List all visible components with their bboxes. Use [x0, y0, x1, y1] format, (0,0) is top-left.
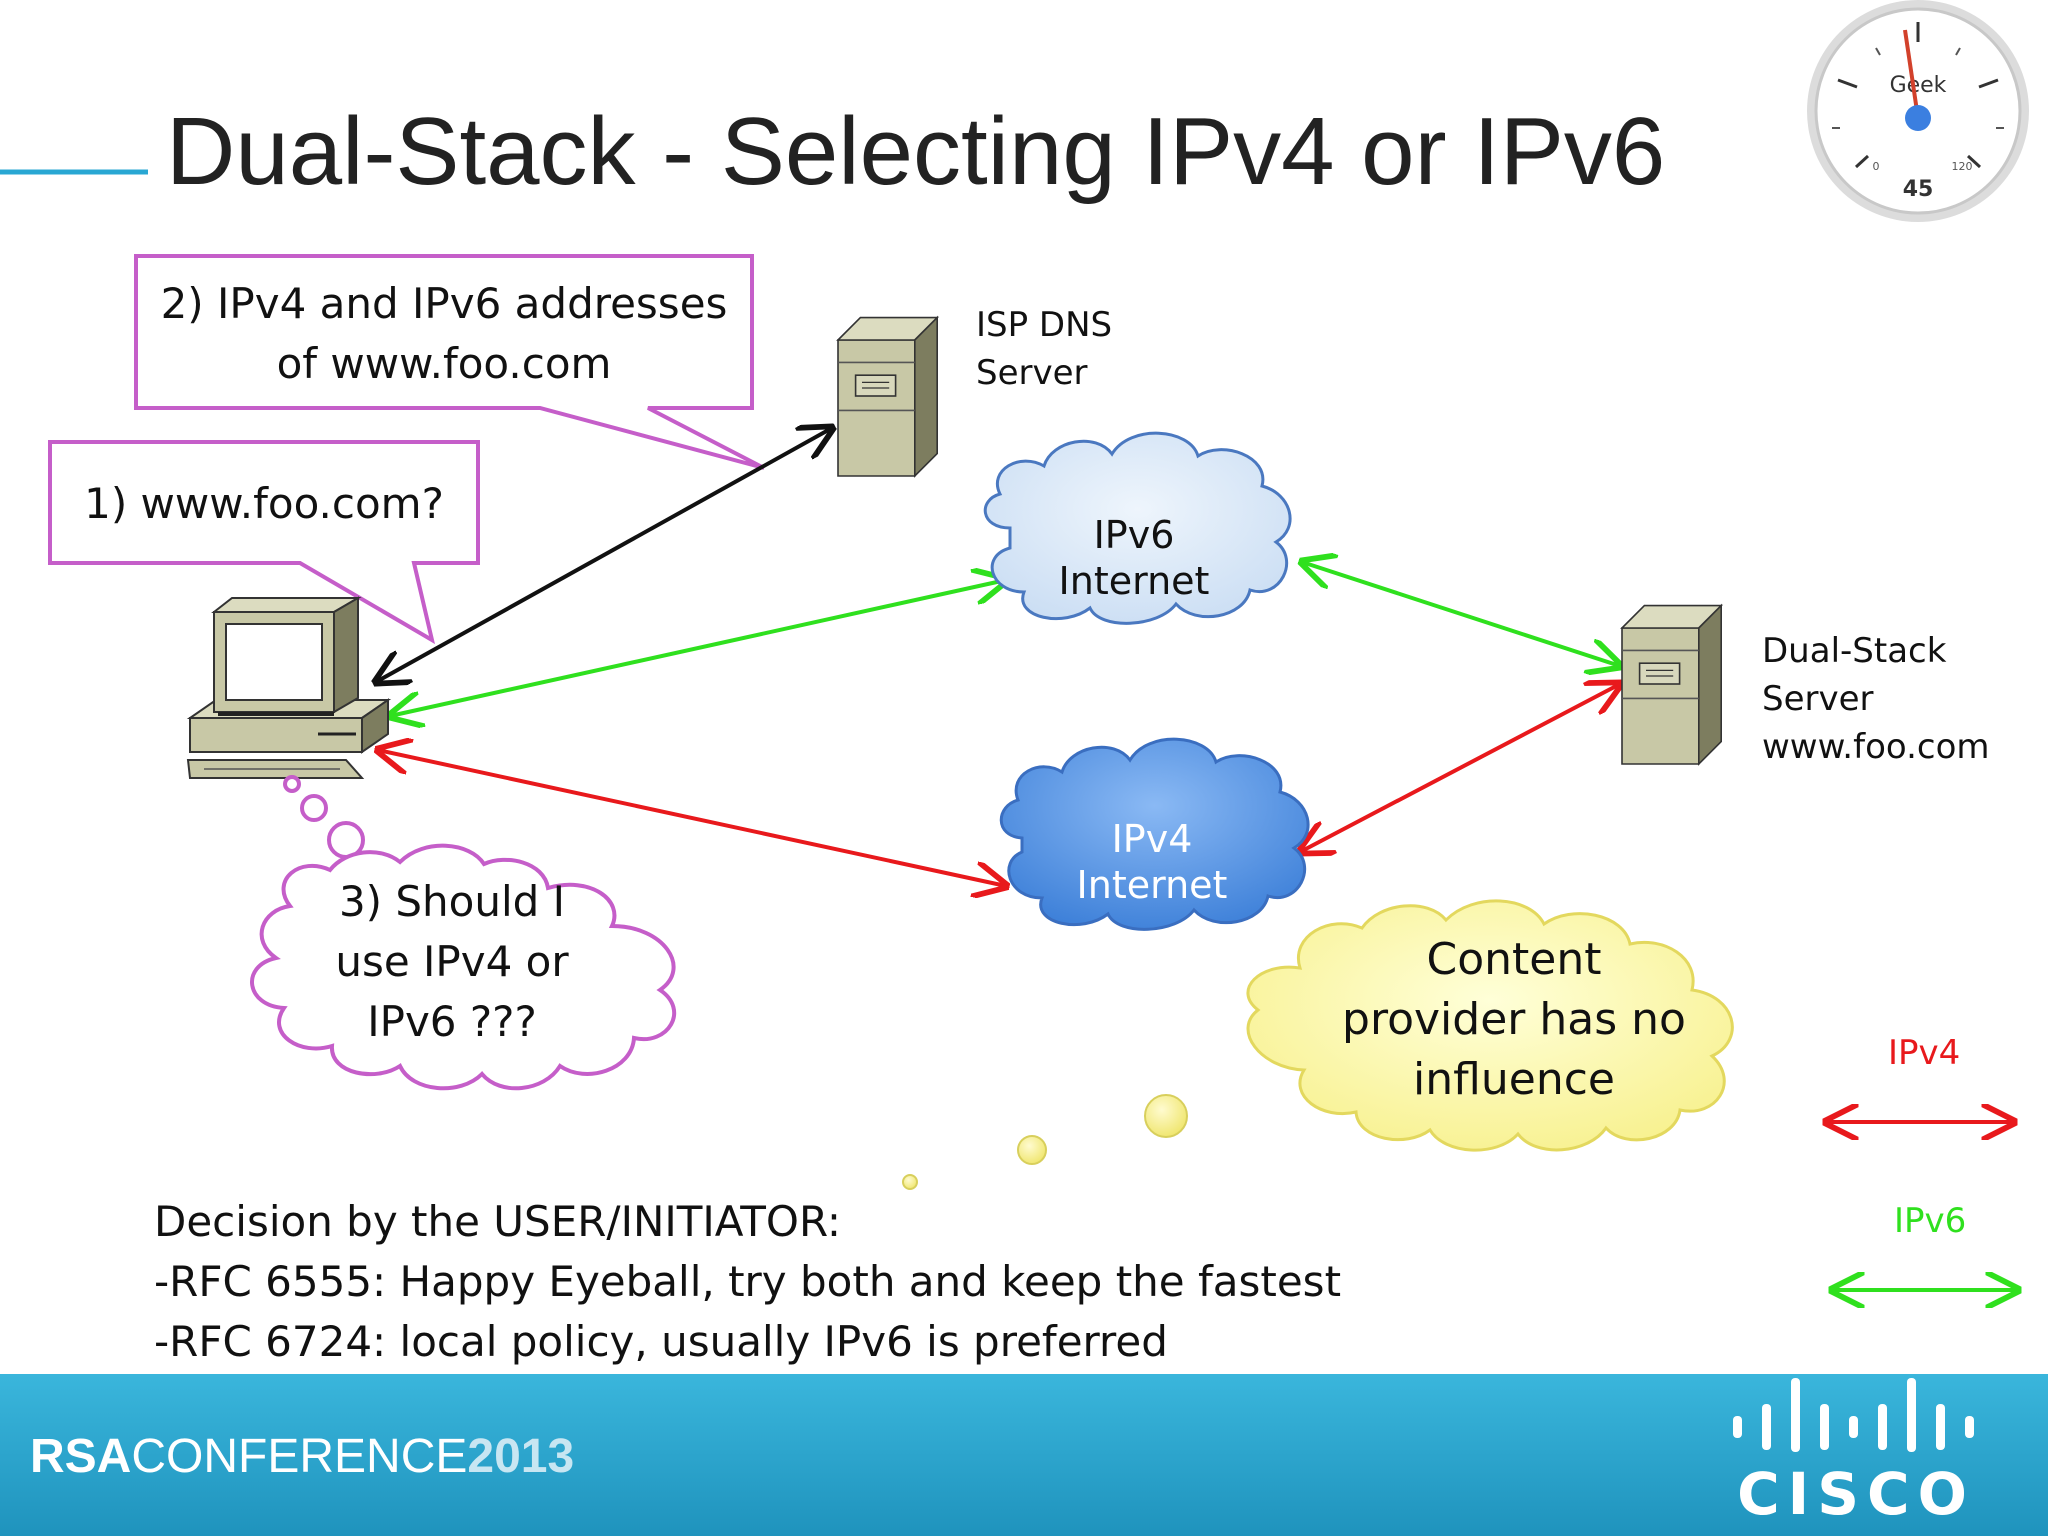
gauge-icon: Geek 0 120 45 [1807, 0, 2029, 222]
gauge-min-tick: 0 [1873, 160, 1880, 173]
dns-server-icon [837, 316, 939, 477]
cisco-logo-bars [1733, 1378, 1974, 1452]
notes-line-2: -RFC 6724: local policy, usually IPv6 is… [154, 1317, 1168, 1366]
dns-query-text: 1) www.foo.com? [84, 479, 444, 528]
gauge-hub [1905, 105, 1931, 131]
ipv6-cloud-label-2: Internet [1059, 559, 1210, 603]
gauge-label: Geek [1890, 73, 1947, 98]
cisco-wordmark: CISCO [1737, 1460, 1975, 1528]
ipv4-internet-cloud: IPv4 Internet [999, 737, 1310, 931]
dual-stack-label-2: Server [1762, 679, 1874, 719]
client-ipv6-link [390, 580, 1006, 716]
footer-band [0, 1374, 2048, 1536]
gauge-max-tick: 120 [1952, 160, 1973, 173]
server-ipv4-link [1300, 684, 1620, 852]
user-thought-line-3: IPv6 ??? [367, 997, 537, 1046]
ipv6-cloud-label-1: IPv6 [1094, 513, 1175, 557]
legend: IPv4 IPv6 [1826, 1033, 2018, 1290]
user-thought-line-1: 3) Should I [339, 877, 565, 926]
dns-answer-callout: 2) IPv4 and IPv6 addresses of www.foo.co… [134, 254, 765, 470]
provider-thought-line-1: Content [1427, 934, 1602, 985]
notes-heading: Decision by the USER/INITIATOR: [154, 1197, 841, 1246]
provider-thought-line-2: provider has no [1342, 994, 1686, 1045]
dns-server-label-2: Server [976, 353, 1088, 393]
dns-answer-line-2: of www.foo.com [277, 339, 612, 388]
conference-logo: RSACONFERENCE2013 [30, 1430, 574, 1483]
user-thought-line-2: use IPv4 or [335, 937, 569, 986]
page-title: Dual-Stack - Selecting IPv4 or IPv6 [166, 98, 1665, 205]
provider-thought-bubble: Content provider has no influence [902, 899, 1734, 1190]
legend-ipv4-label: IPv4 [1888, 1033, 1960, 1073]
dns-answer-line-1: 2) IPv4 and IPv6 addresses [161, 279, 728, 328]
dual-stack-label-1: Dual-Stack [1762, 631, 1947, 671]
gauge-value: 45 [1903, 177, 1934, 202]
ipv4-cloud-label-2: Internet [1077, 863, 1228, 907]
dual-stack-label-3: www.foo.com [1762, 727, 1990, 767]
provider-thought-line-3: influence [1413, 1054, 1615, 1105]
ipv4-cloud-label-1: IPv4 [1112, 817, 1193, 861]
client-ipv4-link [378, 750, 1006, 886]
dns-server-label-1: ISP DNS [976, 305, 1112, 345]
client-computer-icon [186, 596, 392, 779]
legend-ipv6-label: IPv6 [1894, 1201, 1966, 1241]
notes-line-1: -RFC 6555: Happy Eyeball, try both and k… [154, 1257, 1341, 1306]
server-ipv6-link [1302, 562, 1620, 666]
ipv6-internet-cloud: IPv6 Internet [983, 431, 1292, 625]
user-thought-bubble: 3) Should I use IPv4 or IPv6 ??? [250, 775, 677, 1091]
dual-stack-server-icon [1621, 604, 1722, 765]
gauge-needle [1903, 29, 1920, 119]
